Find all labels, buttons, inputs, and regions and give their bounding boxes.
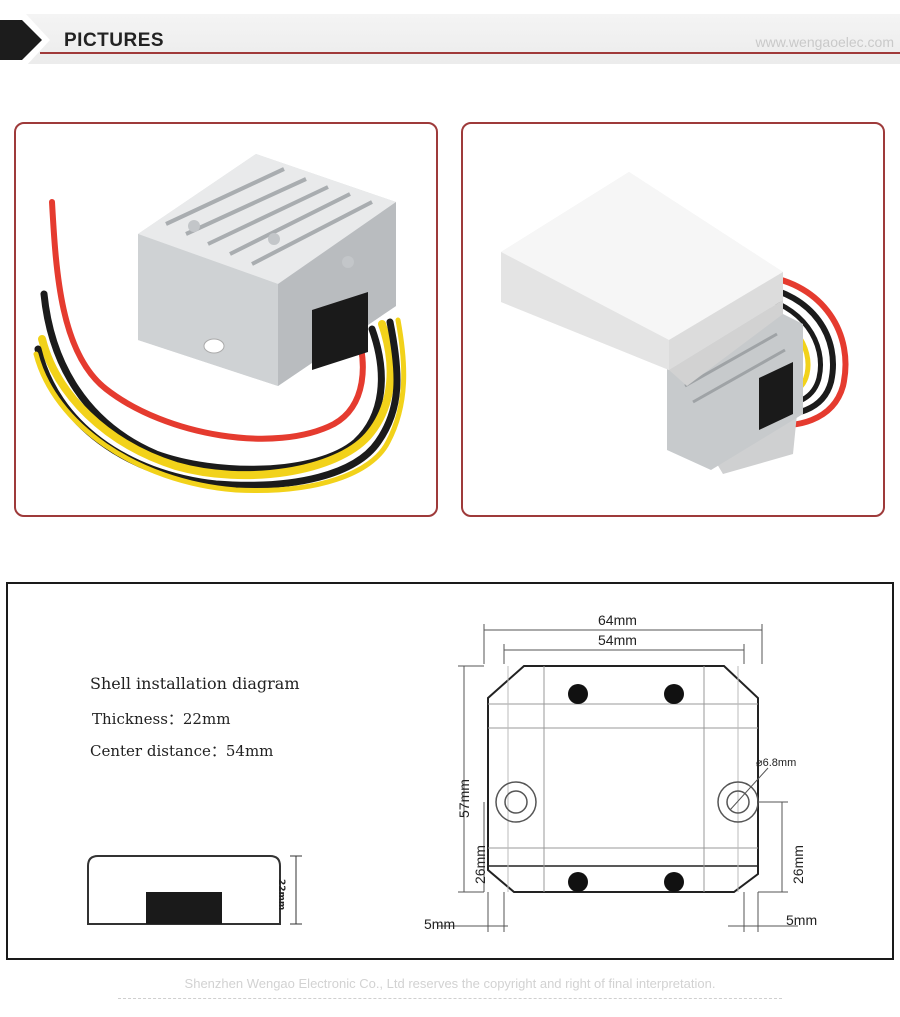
dim-right-26mm: 26mm bbox=[790, 845, 806, 884]
chevron-arrow-icon bbox=[0, 14, 50, 66]
dim-64mm: 64mm bbox=[598, 612, 637, 628]
product-photo-converter bbox=[14, 122, 438, 517]
dim-hole-6-8mm: ⌀6.8mm bbox=[756, 757, 797, 769]
diameter-icon: ⌀ bbox=[756, 757, 763, 769]
footer-divider bbox=[118, 998, 782, 999]
copyright-notice: Shenzhen Wengao Electronic Co., Ltd rese… bbox=[184, 976, 716, 991]
thickness-spec: Thickness：22mm bbox=[92, 710, 231, 728]
dim-left-26mm: 26mm bbox=[472, 845, 488, 884]
installation-diagram: Shell installation diagram Thickness：22m… bbox=[6, 582, 894, 960]
product-photo-shell bbox=[461, 122, 885, 517]
dim-right-5mm: 5mm bbox=[786, 912, 818, 928]
side-dim-22: 22mm bbox=[276, 879, 286, 911]
side-view-drawing bbox=[87, 855, 302, 925]
dim-left-5mm: 5mm bbox=[424, 916, 456, 932]
website-url: www.wengaoelec.com bbox=[755, 34, 894, 50]
top-view-drawing bbox=[438, 624, 798, 932]
section-title: PICTURES bbox=[64, 30, 165, 51]
dim-54mm: 54mm bbox=[598, 632, 637, 648]
diagram-heading: Shell installation diagram bbox=[90, 674, 300, 693]
dim-57mm: 57mm bbox=[456, 779, 472, 818]
header-bar bbox=[0, 14, 900, 64]
section-header: PICTURES www.wengaoelec.com bbox=[0, 0, 900, 66]
center-distance-spec: Center distance：54mm bbox=[90, 742, 274, 760]
header-underline bbox=[40, 52, 900, 54]
